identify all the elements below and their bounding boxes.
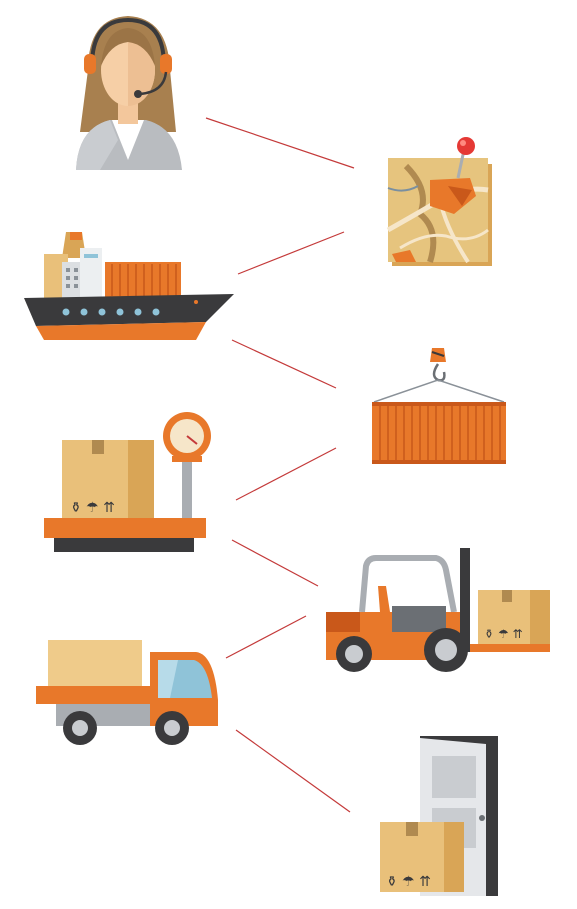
connector-lines <box>205 117 355 813</box>
delivery-truck-icon <box>36 640 218 745</box>
weighing-scale-icon: ⚱ ☂ ⇈ <box>44 412 211 552</box>
hoisted-container-icon <box>372 348 506 464</box>
forklift-icon: ⚱ ☂ ⇈ <box>326 548 550 672</box>
door-delivery-icon: ⚱ ☂ ⇈ <box>380 736 498 896</box>
support-operator-icon <box>76 16 182 170</box>
connector-truck-door <box>235 729 351 813</box>
connector-operator-map <box>205 117 355 169</box>
connector-map-ship <box>237 231 345 275</box>
svg-text:⚱ ☂ ⇈: ⚱ ☂ ⇈ <box>484 627 523 641</box>
cargo-ship-icon <box>24 232 234 340</box>
connector-container-scale <box>235 447 337 501</box>
svg-text:⚱ ☂ ⇈: ⚱ ☂ ⇈ <box>70 500 115 516</box>
connector-scale-forklift <box>231 539 319 587</box>
route-map-icon <box>386 137 492 266</box>
connector-forklift-truck <box>225 615 307 659</box>
connector-ship-container <box>231 339 337 389</box>
svg-text:⚱ ☂ ⇈: ⚱ ☂ ⇈ <box>386 874 431 890</box>
